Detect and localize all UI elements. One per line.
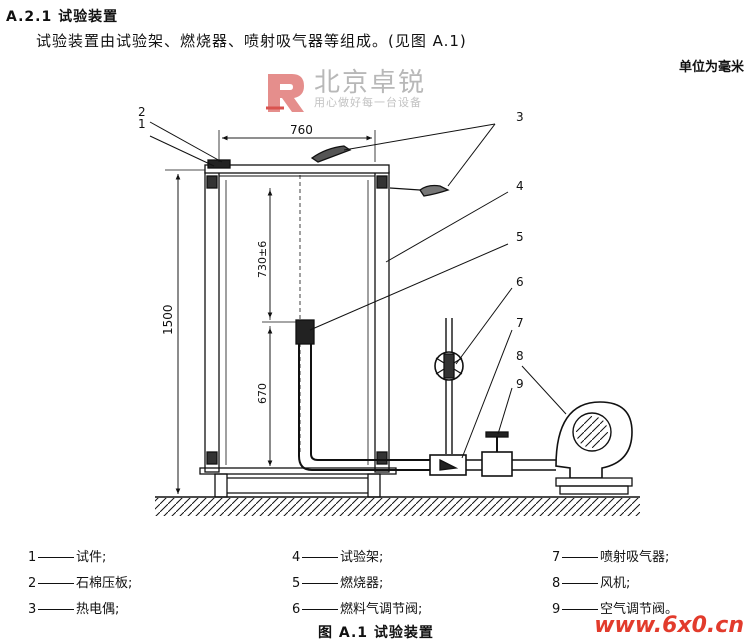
unit-note: 单位为毫米 [678, 60, 744, 75]
test-apparatus-diagram: 1 2 3 4 5 6 7 8 9 760 1500 730±6 670 [138, 105, 640, 516]
dim-label-760: 760 [290, 123, 313, 137]
callout-6: 6 [516, 275, 524, 289]
thermocouple [310, 145, 450, 197]
dim-label-730: 730±6 [256, 241, 269, 278]
jet-ejector [429, 454, 467, 476]
callout-1: 1 [138, 117, 146, 131]
test-frame [199, 164, 397, 498]
intro-text: 试验装置由试验架、燃烧器、喷射吸气器等组成。(见图 A.1) [36, 32, 467, 50]
callout-2: 2 [138, 105, 146, 119]
callout-9: 9 [516, 377, 524, 391]
dimension-1500 [165, 169, 205, 494]
callout-4: 4 [516, 179, 524, 193]
dimension-760 [218, 130, 376, 162]
watermark: 北京卓锐 用心做好每一台设备 [262, 68, 424, 120]
callout-leaders [149, 121, 567, 459]
dimension-730-670 [262, 175, 301, 466]
section-heading: A.2.1 试验装置 [6, 9, 119, 25]
callout-7: 7 [516, 316, 524, 330]
site-watermark-url: www.6x0.cn [594, 613, 744, 638]
fuel-gas-valve [434, 318, 464, 454]
dim-label-1500: 1500 [161, 304, 175, 335]
callout-8: 8 [516, 349, 524, 363]
fan-blower [555, 401, 633, 495]
air-valve [466, 431, 556, 477]
ground-hatching [155, 496, 640, 516]
figure-caption: 图 A.1 试验装置 [318, 625, 434, 641]
watermark-subtitle: 用心做好每一台设备 [314, 96, 422, 109]
watermark-logo-icon [266, 74, 304, 112]
burner [295, 319, 430, 471]
callout-5: 5 [516, 230, 524, 244]
dim-label-670: 670 [256, 383, 269, 404]
watermark-title: 北京卓锐 [314, 68, 427, 98]
callout-3: 3 [516, 110, 524, 124]
